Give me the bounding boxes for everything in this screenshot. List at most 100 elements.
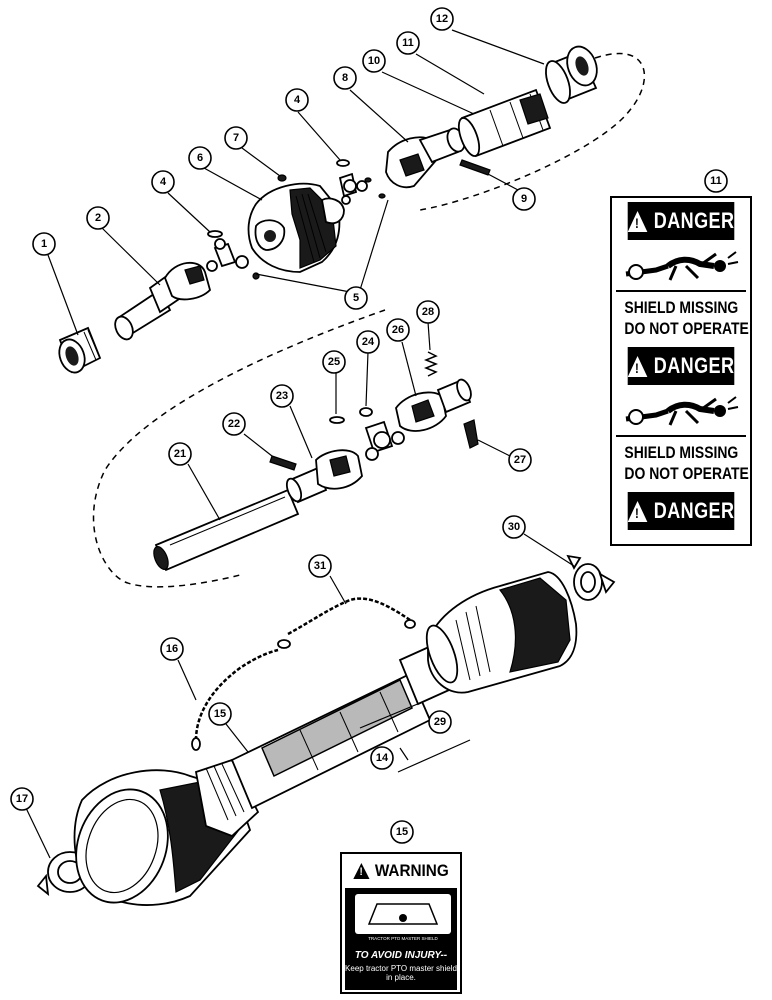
part-27-fitting [463, 419, 479, 449]
svg-text:11: 11 [402, 37, 414, 49]
svg-text:1: 1 [41, 238, 47, 250]
svg-text:11: 11 [710, 175, 722, 187]
danger-message-line-2: DO NOT OPERATE [624, 464, 749, 483]
callout-24: 24 [356, 330, 380, 354]
part-6-cv-body [247, 182, 345, 273]
danger-message: SHIELD MISSING DO NOT OPERATE [624, 437, 749, 488]
callout-2: 2 [86, 206, 110, 230]
svg-text:12: 12 [436, 13, 448, 25]
callout-31: 31 [308, 554, 332, 578]
part-10-11-tube [457, 88, 552, 158]
callout-16: 16 [160, 637, 184, 661]
danger-label: DANGER [653, 498, 735, 523]
callout-15: 15 [208, 702, 232, 726]
length-reference-lines [359, 697, 471, 773]
callout-4: 4 [151, 170, 175, 194]
danger-label: DANGER [653, 353, 735, 378]
callout-17: 17 [10, 787, 34, 811]
callout-12: 12 [430, 7, 454, 31]
callout-11: 11 [396, 31, 420, 55]
danger-message-line-2: DO NOT OPERATE [624, 319, 749, 338]
part-23-yoke [285, 449, 363, 504]
svg-text:8: 8 [342, 72, 348, 84]
callout-22: 22 [222, 412, 246, 436]
warning-decal: ! WARNING TRACTOR PTO MASTER SHIELD TO A… [340, 852, 462, 994]
svg-text:6: 6 [197, 152, 203, 164]
svg-text:30: 30 [508, 521, 520, 533]
callout-21: 21 [168, 442, 192, 466]
svg-text:25: 25 [328, 356, 340, 368]
lower-assembly-dashed-outline [92, 309, 386, 588]
svg-text:26: 26 [392, 324, 404, 336]
part-9-pin [459, 159, 491, 176]
cross-kit-right [336, 159, 386, 205]
callout-29: 29 [428, 710, 452, 734]
shield-cone-left [73, 758, 260, 906]
entanglement-hazard-icon [616, 389, 746, 437]
part-26-yoke [395, 378, 472, 432]
svg-text:16: 16 [166, 643, 178, 655]
danger-message-line-1: SHIELD MISSING [624, 298, 739, 317]
svg-text:15: 15 [396, 826, 408, 838]
part-8-yoke [385, 127, 466, 189]
svg-text:31: 31 [314, 560, 326, 572]
danger-decal: ! DANGER SHIELD MISSING DO NOT OPERATE !… [610, 196, 752, 546]
warning-instruction: Keep tractor PTO master shield in place. [345, 964, 457, 982]
callout-8: 8 [333, 66, 357, 90]
leader-lines [25, 29, 575, 859]
svg-text:4: 4 [294, 94, 301, 106]
part-12-bearing [545, 45, 598, 104]
part-22-pin [269, 455, 297, 471]
entanglement-hazard-icon [616, 244, 746, 292]
svg-text:4: 4 [160, 176, 167, 188]
danger-header: ! DANGER [627, 347, 735, 385]
svg-text:22: 22 [228, 418, 240, 430]
part-30-shield-bearing [566, 554, 616, 601]
callout-1: 1 [32, 232, 56, 256]
upper-assembly-dashed-outline [419, 52, 646, 211]
svg-text:2: 2 [95, 212, 101, 224]
svg-text:17: 17 [16, 793, 28, 805]
part-2-yoke [114, 262, 212, 341]
warning-triangle-icon: ! [627, 355, 648, 377]
master-shield-icon [355, 894, 451, 934]
shield-cone-right [425, 571, 578, 694]
svg-text:24: 24 [362, 336, 375, 348]
warning-triangle-icon: ! [353, 863, 370, 879]
cross-kit-middle [329, 407, 405, 461]
callout-26: 26 [386, 318, 410, 342]
callout-11-decal: 11 [704, 169, 728, 193]
callout-4: 4 [285, 88, 309, 112]
danger-header: ! DANGER [627, 492, 735, 530]
callout-5: 5 [344, 286, 368, 310]
callout-25: 25 [322, 350, 346, 374]
warning-body: TRACTOR PTO MASTER SHIELD TO AVOID INJUR… [345, 888, 457, 990]
warning-header: ! WARNING [351, 857, 452, 885]
danger-message: SHIELD MISSING DO NOT OPERATE [624, 292, 749, 343]
warning-triangle-icon: ! [627, 500, 648, 522]
svg-text:28: 28 [422, 306, 434, 318]
callout-6: 6 [188, 146, 212, 170]
svg-text:5: 5 [353, 292, 359, 304]
callout-7: 7 [224, 126, 248, 150]
danger-header: ! DANGER [627, 202, 735, 240]
svg-text:21: 21 [174, 448, 186, 460]
svg-text:7: 7 [233, 132, 239, 144]
callout-27: 27 [508, 448, 532, 472]
svg-text:14: 14 [376, 752, 389, 764]
callout-10: 10 [362, 49, 386, 73]
callout-14: 14 [370, 746, 394, 770]
danger-label: DANGER [653, 208, 735, 233]
callout-23: 23 [270, 384, 294, 408]
callout-15-decal: 15 [390, 820, 414, 844]
part-28-spring [423, 351, 439, 377]
part-7-ring [277, 174, 287, 182]
part-21-inner-tube [153, 488, 300, 572]
cross-kit-left [206, 230, 260, 280]
svg-text:9: 9 [521, 193, 527, 205]
svg-text:10: 10 [368, 55, 380, 67]
svg-text:27: 27 [514, 454, 526, 466]
callout-30: 30 [502, 515, 526, 539]
callout-9: 9 [512, 187, 536, 211]
